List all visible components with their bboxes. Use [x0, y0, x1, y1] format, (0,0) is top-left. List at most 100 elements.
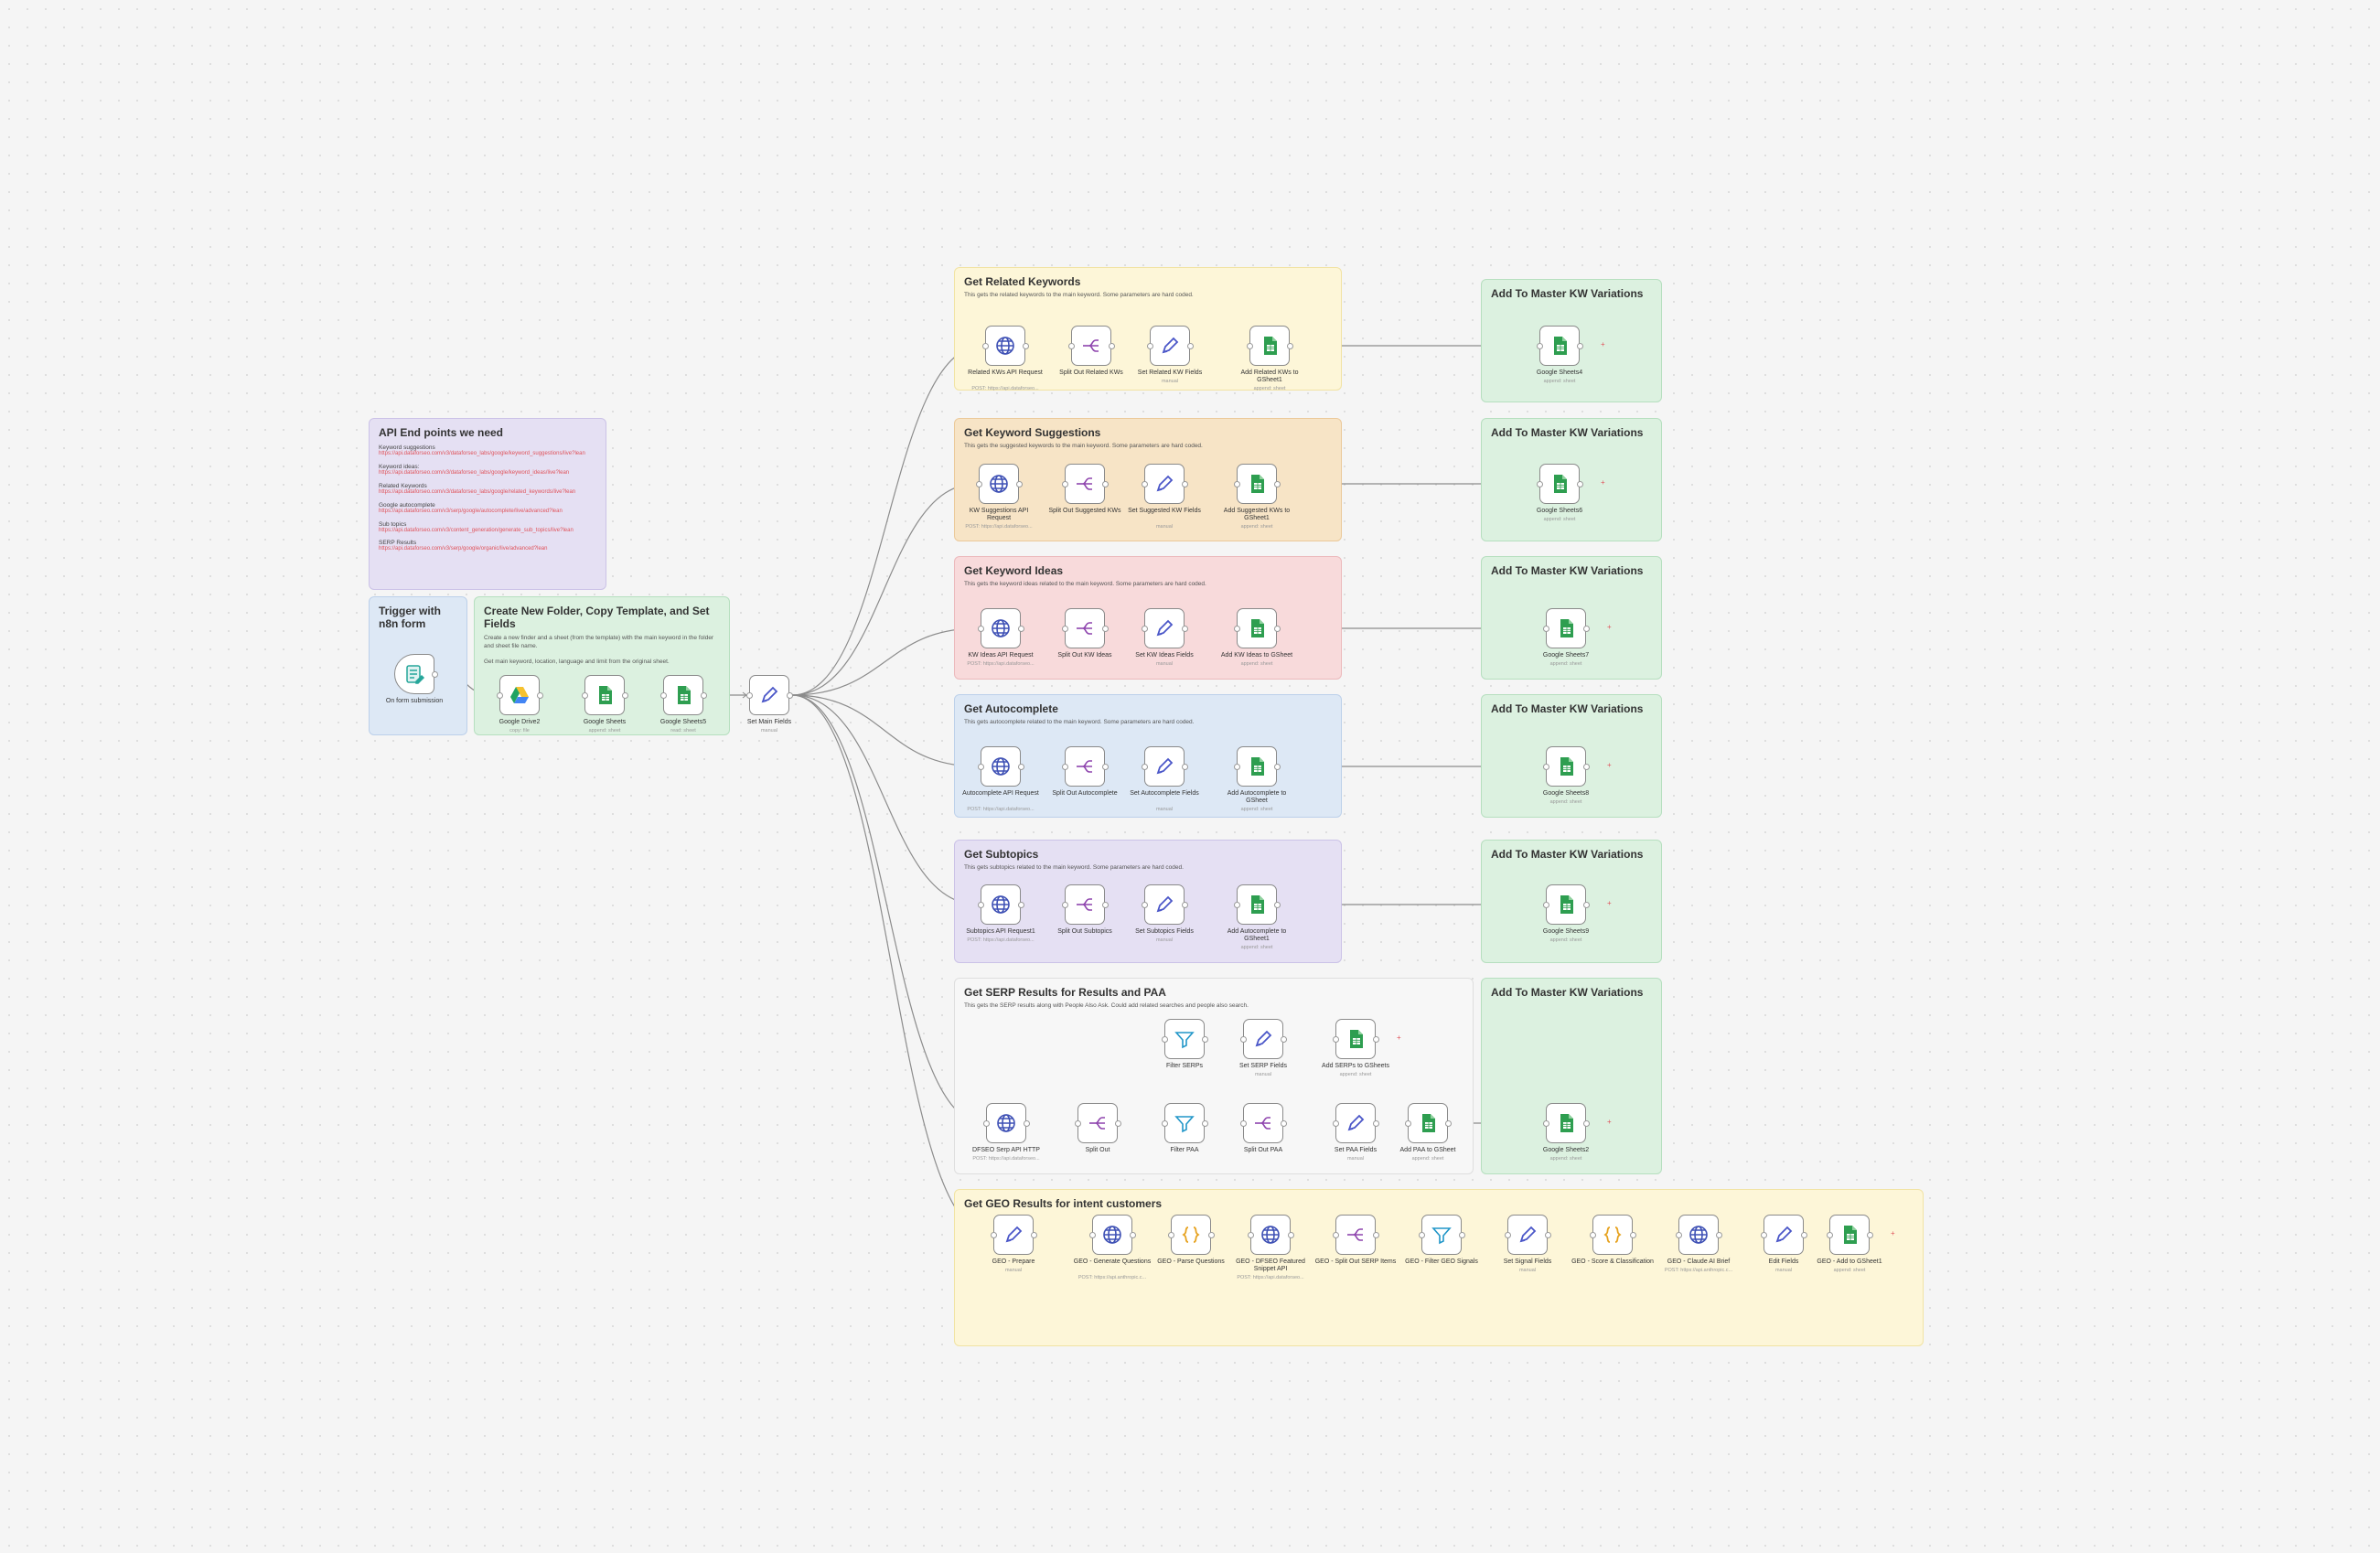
output-port[interactable]	[1273, 763, 1281, 770]
input-port[interactable]	[1542, 1119, 1549, 1127]
input-port[interactable]	[1074, 1119, 1081, 1127]
add-node-icon[interactable]: +	[1607, 761, 1612, 769]
output-port[interactable]	[1015, 480, 1023, 487]
input-port[interactable]	[1161, 1035, 1168, 1043]
output-port[interactable]	[1582, 625, 1590, 632]
node-ssf[interactable]	[1243, 1019, 1283, 1059]
output-port[interactable]	[1582, 1119, 1590, 1127]
endpoint-url[interactable]: https://api.dataforseo.com/v3/content_ge…	[379, 527, 574, 533]
node-gs7[interactable]	[1546, 608, 1586, 648]
output-port[interactable]	[1101, 480, 1109, 487]
output-port[interactable]	[1030, 1231, 1037, 1238]
output-port[interactable]	[536, 691, 543, 699]
endpoint-url[interactable]: https://api.dataforseo.com/v3/dataforseo…	[379, 488, 576, 495]
output-port[interactable]	[1181, 901, 1188, 908]
node-g5[interactable]	[1335, 1215, 1376, 1255]
node-gs6[interactable]	[1539, 464, 1580, 504]
input-port[interactable]	[1542, 901, 1549, 908]
input-port[interactable]	[745, 691, 753, 699]
output-port[interactable]	[1114, 1119, 1121, 1127]
output-port[interactable]	[1372, 1035, 1379, 1043]
add-node-icon[interactable]: +	[1607, 1118, 1612, 1126]
input-port[interactable]	[1826, 1231, 1833, 1238]
node-g1[interactable]	[993, 1215, 1034, 1255]
node-sop[interactable]	[1243, 1103, 1283, 1143]
node-t3[interactable]	[1144, 884, 1185, 925]
node-form[interactable]	[394, 654, 434, 694]
node-a4[interactable]	[1237, 746, 1277, 787]
input-port[interactable]	[990, 1231, 997, 1238]
add-node-icon[interactable]: +	[1607, 899, 1612, 907]
output-port[interactable]	[1629, 1231, 1636, 1238]
output-port[interactable]	[786, 691, 793, 699]
node-t2[interactable]	[1065, 884, 1105, 925]
endpoint-url[interactable]: https://api.dataforseo.com/v3/dataforseo…	[379, 470, 570, 477]
node-g4[interactable]	[1250, 1215, 1291, 1255]
output-port[interactable]	[1129, 1231, 1136, 1238]
input-port[interactable]	[1542, 763, 1549, 770]
output-port[interactable]	[1273, 901, 1281, 908]
input-port[interactable]	[1239, 1119, 1247, 1127]
input-port[interactable]	[977, 901, 984, 908]
output-port[interactable]	[1023, 1119, 1030, 1127]
input-port[interactable]	[1061, 901, 1068, 908]
node-gs[interactable]	[584, 675, 625, 715]
input-port[interactable]	[1161, 1119, 1168, 1127]
output-port[interactable]	[1287, 1231, 1294, 1238]
output-port[interactable]	[1800, 1231, 1807, 1238]
add-node-icon[interactable]: +	[1891, 1229, 1895, 1237]
input-port[interactable]	[1088, 1231, 1096, 1238]
input-port[interactable]	[977, 763, 984, 770]
input-port[interactable]	[1167, 1231, 1174, 1238]
node-g2[interactable]	[1092, 1215, 1132, 1255]
input-port[interactable]	[981, 342, 989, 349]
input-port[interactable]	[1675, 1231, 1682, 1238]
sticky-note-m2[interactable]: Add To Master KW Variations	[1481, 418, 1662, 541]
node-g7[interactable]	[1507, 1215, 1548, 1255]
node-i3[interactable]	[1144, 608, 1185, 648]
node-g11[interactable]	[1829, 1215, 1870, 1255]
input-port[interactable]	[1141, 625, 1148, 632]
input-port[interactable]	[1146, 342, 1153, 349]
output-port[interactable]	[1186, 342, 1194, 349]
input-port[interactable]	[1233, 480, 1240, 487]
output-port[interactable]	[1201, 1119, 1208, 1127]
node-gs8[interactable]	[1546, 746, 1586, 787]
input-port[interactable]	[1246, 342, 1253, 349]
output-port[interactable]	[1017, 625, 1024, 632]
node-smf[interactable]	[749, 675, 789, 715]
node-fp[interactable]	[1164, 1103, 1205, 1143]
add-node-icon[interactable]: +	[1601, 340, 1605, 348]
node-gs4[interactable]	[1539, 326, 1580, 366]
node-fs[interactable]	[1164, 1019, 1205, 1059]
input-port[interactable]	[1332, 1035, 1339, 1043]
input-port[interactable]	[1418, 1231, 1425, 1238]
output-port[interactable]	[1022, 342, 1029, 349]
input-port[interactable]	[1536, 342, 1543, 349]
sticky-note-m3[interactable]: Add To Master KW Variations	[1481, 556, 1662, 680]
node-gs2[interactable]	[1546, 1103, 1586, 1143]
input-port[interactable]	[975, 480, 982, 487]
input-port[interactable]	[1141, 763, 1148, 770]
node-gd2[interactable]	[499, 675, 540, 715]
connection-smf-i1[interactable]	[791, 627, 979, 696]
node-a2[interactable]	[1065, 746, 1105, 787]
node-p2[interactable]	[1077, 1103, 1118, 1143]
output-port[interactable]	[1715, 1231, 1722, 1238]
endpoint-url[interactable]: https://api.dataforseo.com/v3/serp/googl…	[379, 508, 563, 514]
input-port[interactable]	[1233, 763, 1240, 770]
node-i1[interactable]	[981, 608, 1021, 648]
connection-smf-t1[interactable]	[791, 694, 979, 905]
input-port[interactable]	[1504, 1231, 1511, 1238]
sticky-note-m6[interactable]: Add To Master KW Variations	[1481, 978, 1662, 1174]
node-i2[interactable]	[1065, 608, 1105, 648]
output-port[interactable]	[1582, 763, 1590, 770]
node-i4[interactable]	[1237, 608, 1277, 648]
input-port[interactable]	[982, 1119, 990, 1127]
connection-smf-p1[interactable]	[791, 694, 984, 1124]
node-spf[interactable]	[1335, 1103, 1376, 1143]
node-s2[interactable]	[1065, 464, 1105, 504]
